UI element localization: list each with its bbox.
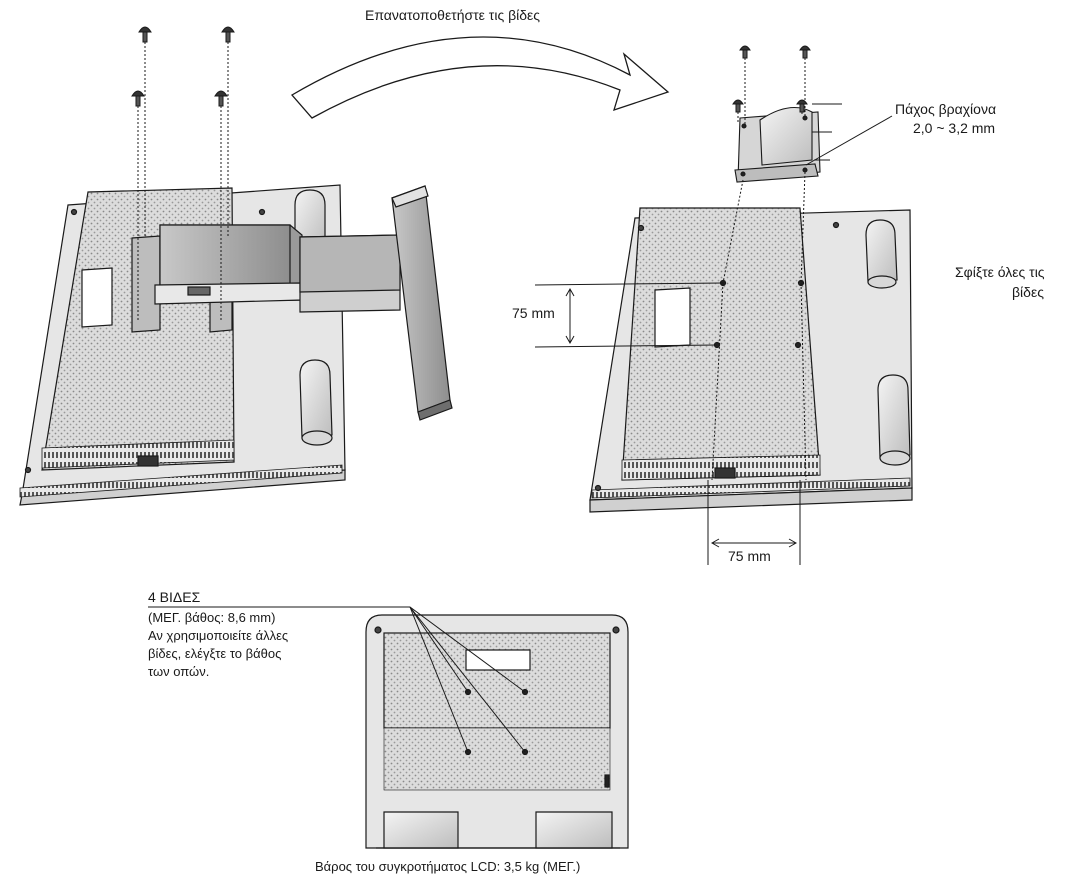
screws-leader-lines [148, 606, 526, 753]
mounting-bracket [734, 103, 842, 183]
left-screws [131, 26, 235, 320]
left-stand [154, 185, 453, 421]
right-monitor-back [589, 207, 913, 513]
vertical-dimension [534, 282, 724, 348]
screw-icon [138, 26, 152, 238]
screw-icon [799, 45, 811, 116]
screw-icon [214, 90, 228, 320]
screws-count-label: 4 ΒΙΔΕΣ [148, 589, 201, 605]
horizontal-dimension [707, 480, 801, 565]
horizontal-spacing-label: 75 mm [728, 548, 771, 564]
thickness-leader-line [805, 115, 893, 166]
bracket-thickness-value: 2,0 ~ 3,2 mm [913, 120, 996, 136]
bottom-monitor-back [365, 614, 629, 849]
curved-arrow-icon [290, 36, 670, 119]
screws-note-line1: (ΜΕΓ. βάθος: 8,6 mm) [148, 610, 276, 625]
screw-icon [221, 26, 235, 238]
screw-icon [739, 45, 751, 124]
assembly-weight-label: Βάρος του συγκροτήματος LCD: 3,5 kg (ΜΕΓ… [315, 859, 581, 874]
screw-icon [796, 99, 808, 116]
screws-note-line2: Αν χρησιμοποιείτε άλλες [148, 628, 289, 643]
tighten-screws-line1: Σφίξτε όλες τις [955, 264, 1045, 280]
screw-icon [131, 90, 145, 320]
bracket-thickness-title: Πάχος βραχίονα [895, 101, 997, 117]
tighten-screws-line2: βίδες [1012, 284, 1044, 300]
right-screws [711, 45, 811, 481]
reattach-screws-label: Επανατοποθετήστε τις βίδες [365, 7, 541, 23]
screw-icon [732, 99, 744, 124]
screws-note-line3: βίδες, ελέγξτε το βάθος [148, 646, 282, 661]
screws-note-line4: των οπών. [148, 664, 210, 679]
vertical-spacing-label: 75 mm [512, 305, 555, 321]
